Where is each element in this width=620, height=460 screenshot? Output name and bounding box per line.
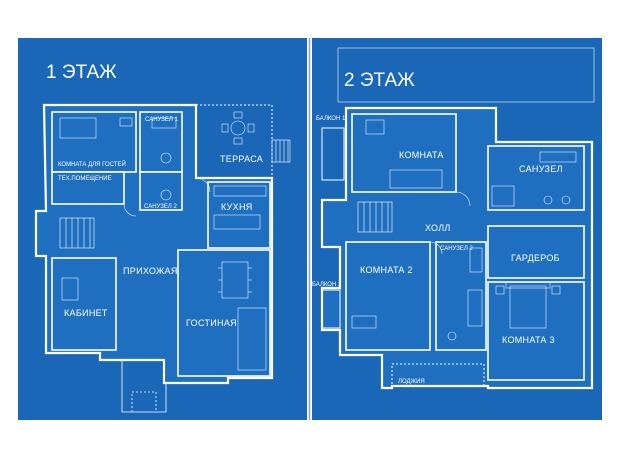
room-label-balcony-2: БАЛКОН 2 <box>312 282 342 288</box>
room-label-kitchen: КУХНЯ <box>221 202 253 212</box>
balconies <box>321 127 345 329</box>
room-label-balcony-1: БАЛКОН 1 <box>316 116 346 122</box>
room-label-bathroom-2: САНУЗЕЛ 2 <box>440 246 473 252</box>
floor2-furniture <box>351 119 577 341</box>
room-label-hall: ПРИХОЖАЯ <box>123 266 178 276</box>
room-label-loggia: ЛОДЖИЯ <box>398 379 425 385</box>
room-label-bathroom-1: САНУЗЕЛ 1 <box>145 117 178 123</box>
room-label-office: КАБИНЕТ <box>64 308 108 318</box>
floor1-title: 1 ЭТАЖ <box>46 62 117 83</box>
room-label-guest-room: КОМНАТА ДЛЯ ГОСТЕЙ <box>58 160 126 168</box>
floor2-title: 2 ЭТАЖ <box>344 70 415 91</box>
floor2-stair <box>357 201 393 233</box>
room-label-hall: ХОЛЛ <box>425 223 451 233</box>
entrance-porch <box>121 360 167 413</box>
room-label-living-room: ГОСТИНАЯ <box>186 318 237 328</box>
room-label-wardrobe: ГАРДЕРОБ <box>511 253 560 263</box>
floor1-plan <box>34 103 274 385</box>
terrace-stairs <box>271 139 291 163</box>
roof-outline <box>337 47 595 103</box>
floor1-stair <box>59 217 95 249</box>
room-label-terrace: ТЕРРАСА <box>220 154 263 164</box>
room-label-room-2: КОМНАТА 2 <box>360 265 413 275</box>
room-label-tech-room: ТЕХ.ПОМЕЩЕНИЕ <box>58 176 112 182</box>
room-label-room-3: КОМНАТА 3 <box>502 335 555 345</box>
loggia-outline <box>391 363 485 387</box>
room-label-bathroom: САНУЗЕЛ <box>519 164 563 174</box>
floor1-furniture <box>59 111 267 371</box>
floor2-plan <box>320 106 594 390</box>
room-label-room: КОМНАТА <box>399 150 444 160</box>
room-label-bathroom-2: САНУЗЕЛ 2 <box>144 204 177 210</box>
